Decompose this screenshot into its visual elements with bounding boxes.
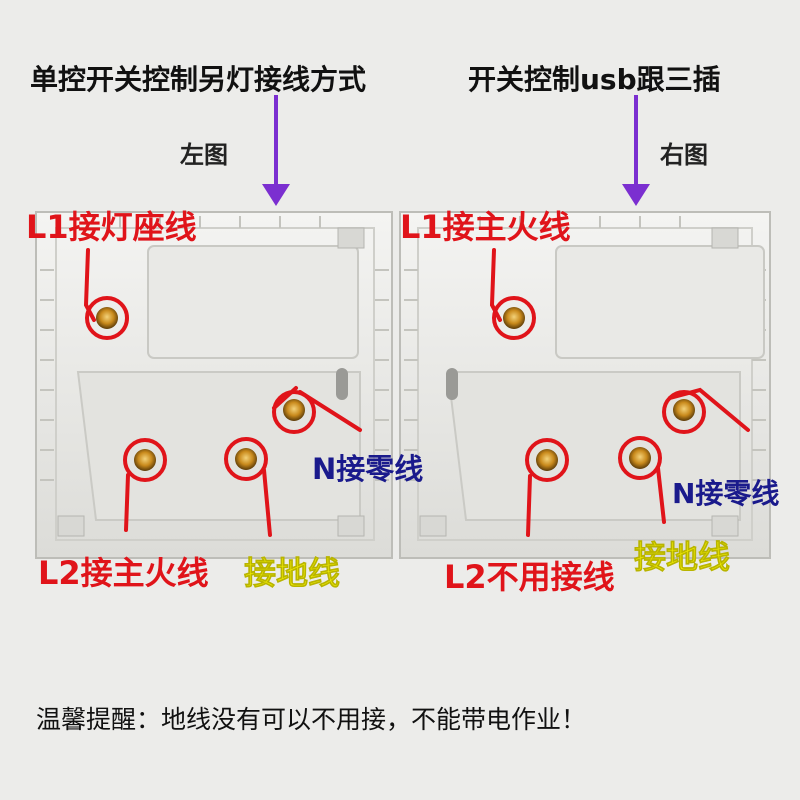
left-subtitle: 左图 xyxy=(180,141,228,169)
right-arrow-icon xyxy=(622,95,650,206)
left-n-label: N接零线 xyxy=(312,452,424,486)
right-l2-label: L2不用接线 xyxy=(444,558,615,596)
safety-reminder: 温馨提醒：地线没有可以不用接，不能带电作业！ xyxy=(36,705,587,734)
red-callout-markers xyxy=(83,248,750,537)
right-title: 开关控制usb跟三插 xyxy=(468,63,721,96)
right-ground-terminal xyxy=(629,447,651,469)
right-subtitle: 右图 xyxy=(660,141,708,169)
left-l1-label: L1接灯座线 xyxy=(26,208,197,246)
right-l1-label: L1接主火线 xyxy=(400,208,571,246)
left-arrow-icon xyxy=(262,95,290,206)
right-n-label: N接零线 xyxy=(672,477,780,510)
right-ground-label: 接地线 xyxy=(634,538,731,577)
left-l2-terminal xyxy=(134,449,156,471)
left-socket-panel xyxy=(35,211,393,559)
left-l1-terminal xyxy=(96,307,118,329)
left-ground-terminal xyxy=(235,448,257,470)
left-title: 单控开关控制另灯接线方式 xyxy=(30,63,367,96)
right-socket-panel xyxy=(399,211,771,559)
right-l1-terminal xyxy=(503,307,525,329)
left-ground-label: 接地线 xyxy=(244,554,341,593)
left-n-terminal xyxy=(283,399,305,421)
right-l2-terminal xyxy=(536,449,558,471)
right-n-terminal xyxy=(673,399,695,421)
left-l2-label: L2接主火线 xyxy=(38,554,209,592)
